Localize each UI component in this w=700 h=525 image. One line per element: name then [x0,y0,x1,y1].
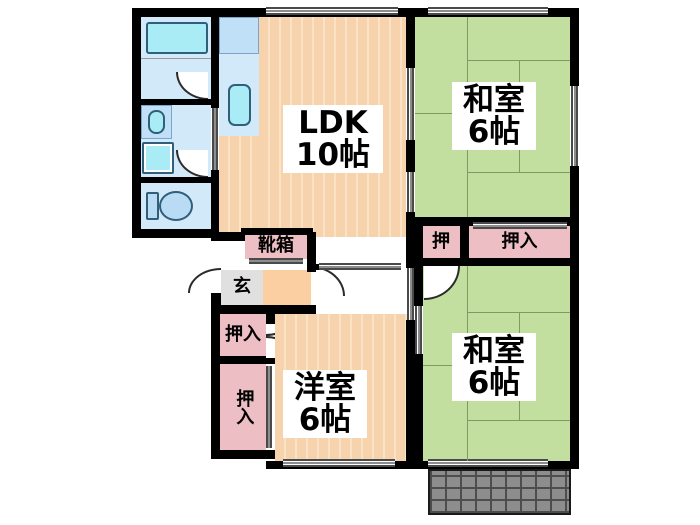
washing-machine-pan-icon [142,142,174,174]
tatami-seam [467,420,570,421]
washitsu-bottom-window[interactable] [428,459,548,467]
closet-left-lower-label: 押入 [233,389,255,425]
wall-washitsu-top-bottom [414,217,579,226]
genkan-tile [221,270,263,305]
wall-kitchen-top [219,8,259,17]
ldk-window-top[interactable] [266,7,398,15]
wall-entry-right [307,232,316,272]
toilet-icon [159,191,193,221]
ldk-room-lower-left [219,136,259,237]
ldk-door-icon[interactable] [311,266,345,296]
kitchen-sink-icon [228,84,251,126]
wall-left-top [132,8,250,17]
washitsu-top-right-window[interactable] [571,86,578,166]
washitsu-bottom-label: 和室 6帖 [452,333,536,401]
yoshitsu-size: 6帖 [298,402,352,438]
closet-right-door[interactable] [473,222,567,229]
wall-left-outer [132,8,141,238]
washitsu-bottom-name: 和室 [463,332,525,369]
wall-left-bottom [132,229,250,238]
balcony-area [428,469,571,515]
bath-divider [141,58,211,59]
hall-ldk-sliding-door[interactable] [319,263,401,270]
wall-bath-wash [132,99,211,105]
yoshitsu-label: 洋室 6帖 [283,370,367,438]
wall-washitsu-top-right [570,8,579,86]
wall-washitsu-bottom-left-2 [414,354,423,461]
washitsu-bottom-left-door[interactable] [415,306,422,354]
wall-washitsu-top-right-2 [570,166,579,217]
closet-left-lower-door[interactable] [266,366,272,448]
wall-yoshitsu-right-lower [406,320,415,461]
bathtub-icon [146,22,208,54]
toilet-tank-icon [146,192,159,220]
washitsu-top-size: 6帖 [467,114,521,150]
ldk-size: 10帖 [295,137,371,173]
washitsu-top-window[interactable] [428,7,548,15]
wall-washitsu-bottom-right [570,266,579,461]
wall-left-closet-mid [211,356,275,364]
wall-ldk-right-2 [406,140,415,172]
tatami-seam [467,172,570,173]
shoe-cabinet [245,234,307,259]
wall-washitsu-bottom-left [414,266,423,306]
wall-wash-toilet [132,177,211,183]
shoe-cabinet-label: 靴箱 [258,235,294,257]
wall-left-closet-bottom [211,450,275,459]
wall-entry-left [211,293,221,305]
ldk-right-sliding-door-upper[interactable] [407,68,414,140]
wall-closet-right [570,217,579,266]
entry-hall [263,270,311,305]
tatami-seam [467,60,570,61]
tatami-seam [415,113,467,114]
closet-left-lower [220,364,266,450]
sink-icon [148,110,165,134]
wall-ldk-right [406,8,415,68]
yoshitsu-window[interactable] [283,459,395,467]
wall-closet-left [414,217,423,266]
wall-entry-top [211,232,259,241]
shoe-cabinet-door[interactable] [249,258,303,264]
closet-left-upper [220,314,266,356]
yoshitsu-name: 洋室 [294,369,356,406]
wall-entry-shoe-top [241,228,313,235]
front-door-icon[interactable] [188,268,221,293]
yoshitsu-right-door[interactable] [407,268,414,320]
wall-closet-divider [460,220,469,262]
wall-yoshitsu-right-upper [406,212,415,268]
wall-entry-bottom [211,305,316,314]
ldk-label: LDK 10帖 [283,105,383,173]
washroom-window[interactable] [212,108,218,170]
kitchen-counter-icon [219,17,259,54]
ldk-right-sliding-door-lower[interactable] [407,172,414,212]
closet-small-right [422,226,460,258]
tatami-seam [467,312,570,313]
closet-right-label: 押入 [501,230,538,252]
closet-right [469,226,570,258]
wall-left-closet-outer [211,314,220,458]
wall-closet-bottom [414,258,579,266]
washitsu-bottom-size: 6帖 [467,365,521,401]
ldk-name: LDK [298,104,368,141]
wall-water-right [211,8,219,108]
wall-yoshitsu-left [266,314,275,324]
washitsu-top-name: 和室 [463,81,525,118]
closet-left-upper-label: 押入 [225,323,261,345]
genkan-label: 玄 [233,276,251,298]
tatami-seam [423,365,467,366]
wall-water-right-2 [211,170,219,238]
closet-small-right-label: 押 [432,230,450,252]
washitsu-top-label: 和室 6帖 [452,82,536,150]
